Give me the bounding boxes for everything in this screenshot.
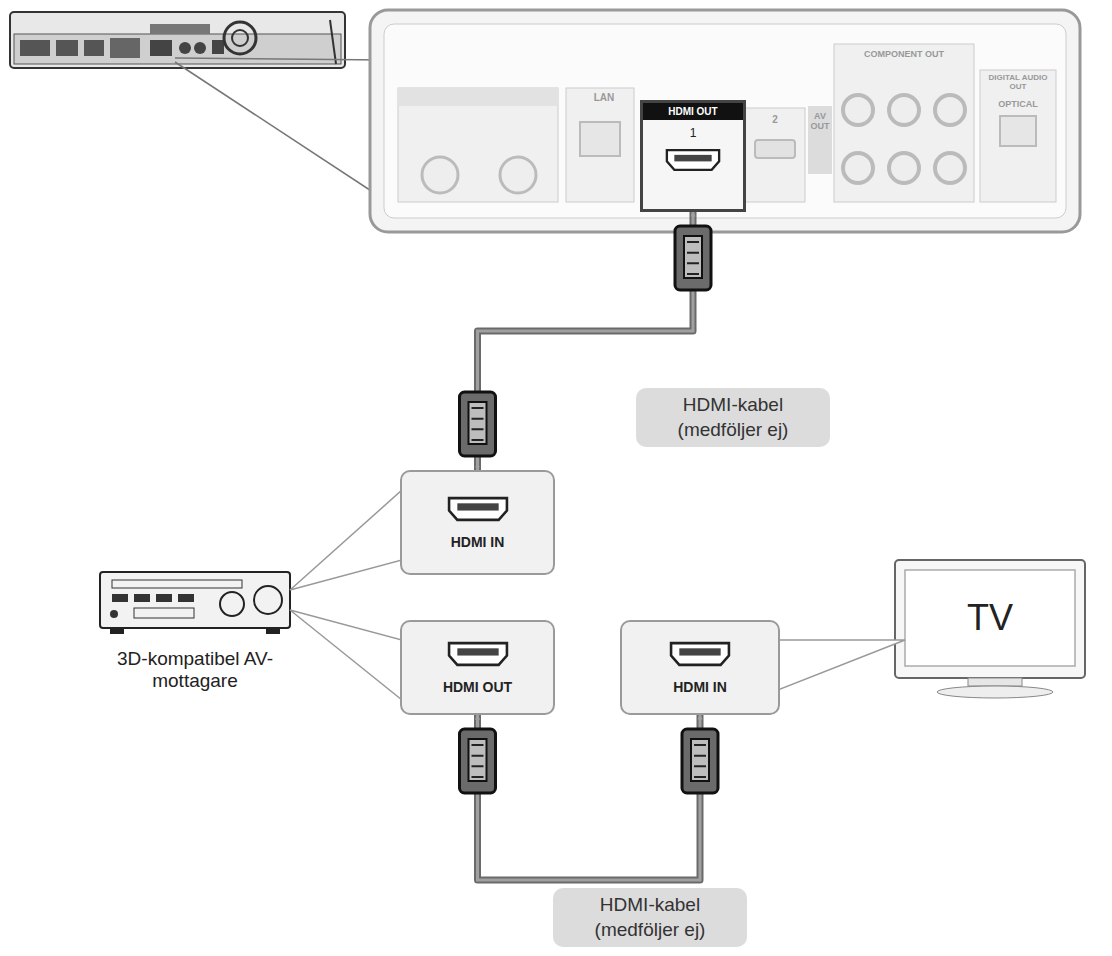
port-icon (665, 148, 721, 176)
hdmi-port (669, 641, 731, 667)
hdmi-plug (460, 729, 496, 793)
hdmi-port (665, 148, 721, 172)
port-name: HDMI OUT (443, 679, 512, 695)
hdmi-plug (675, 226, 711, 290)
panel-label: LAN (584, 92, 624, 103)
panel-label: 2 (752, 114, 798, 125)
panel-label: OPTICAL (982, 100, 1054, 110)
port-icon (447, 641, 509, 671)
tv-set (895, 560, 1085, 698)
hdmi-cable (478, 715, 701, 880)
port-callout: HDMI IN (400, 470, 555, 575)
port-number: 1 (690, 126, 697, 140)
port-name: HDMI IN (451, 534, 505, 550)
hdmi-plug (682, 729, 718, 793)
port-icon (447, 496, 509, 526)
device-label: 3D-kompatibel AV-mottagare (92, 648, 298, 692)
cable-label: HDMI-kabel (medföljer ej) (553, 888, 747, 947)
hdmi-port (447, 641, 509, 667)
tv-screen: TV (905, 570, 1075, 666)
port-callout: HDMI IN (620, 620, 780, 715)
av-receiver (100, 572, 290, 634)
port-icon (669, 641, 731, 671)
rear-panel (370, 10, 1080, 232)
port-callout: HDMI OUT (400, 620, 555, 715)
hdmi-plug (460, 392, 496, 456)
cable-label: HDMI-kabel (medföljer ej) (636, 388, 830, 447)
hdmi-out-port: HDMI OUT 1 (640, 100, 746, 212)
panel-label: AV OUT (809, 112, 831, 132)
port-header: HDMI OUT (643, 103, 743, 120)
tv-label: TV (967, 597, 1013, 639)
panel-label: COMPONENT OUT (836, 50, 972, 60)
port-name: HDMI IN (673, 679, 727, 695)
cable-core (478, 715, 701, 880)
panel-label: DIGITAL AUDIO OUT (982, 74, 1054, 92)
hdmi-port (447, 496, 509, 522)
